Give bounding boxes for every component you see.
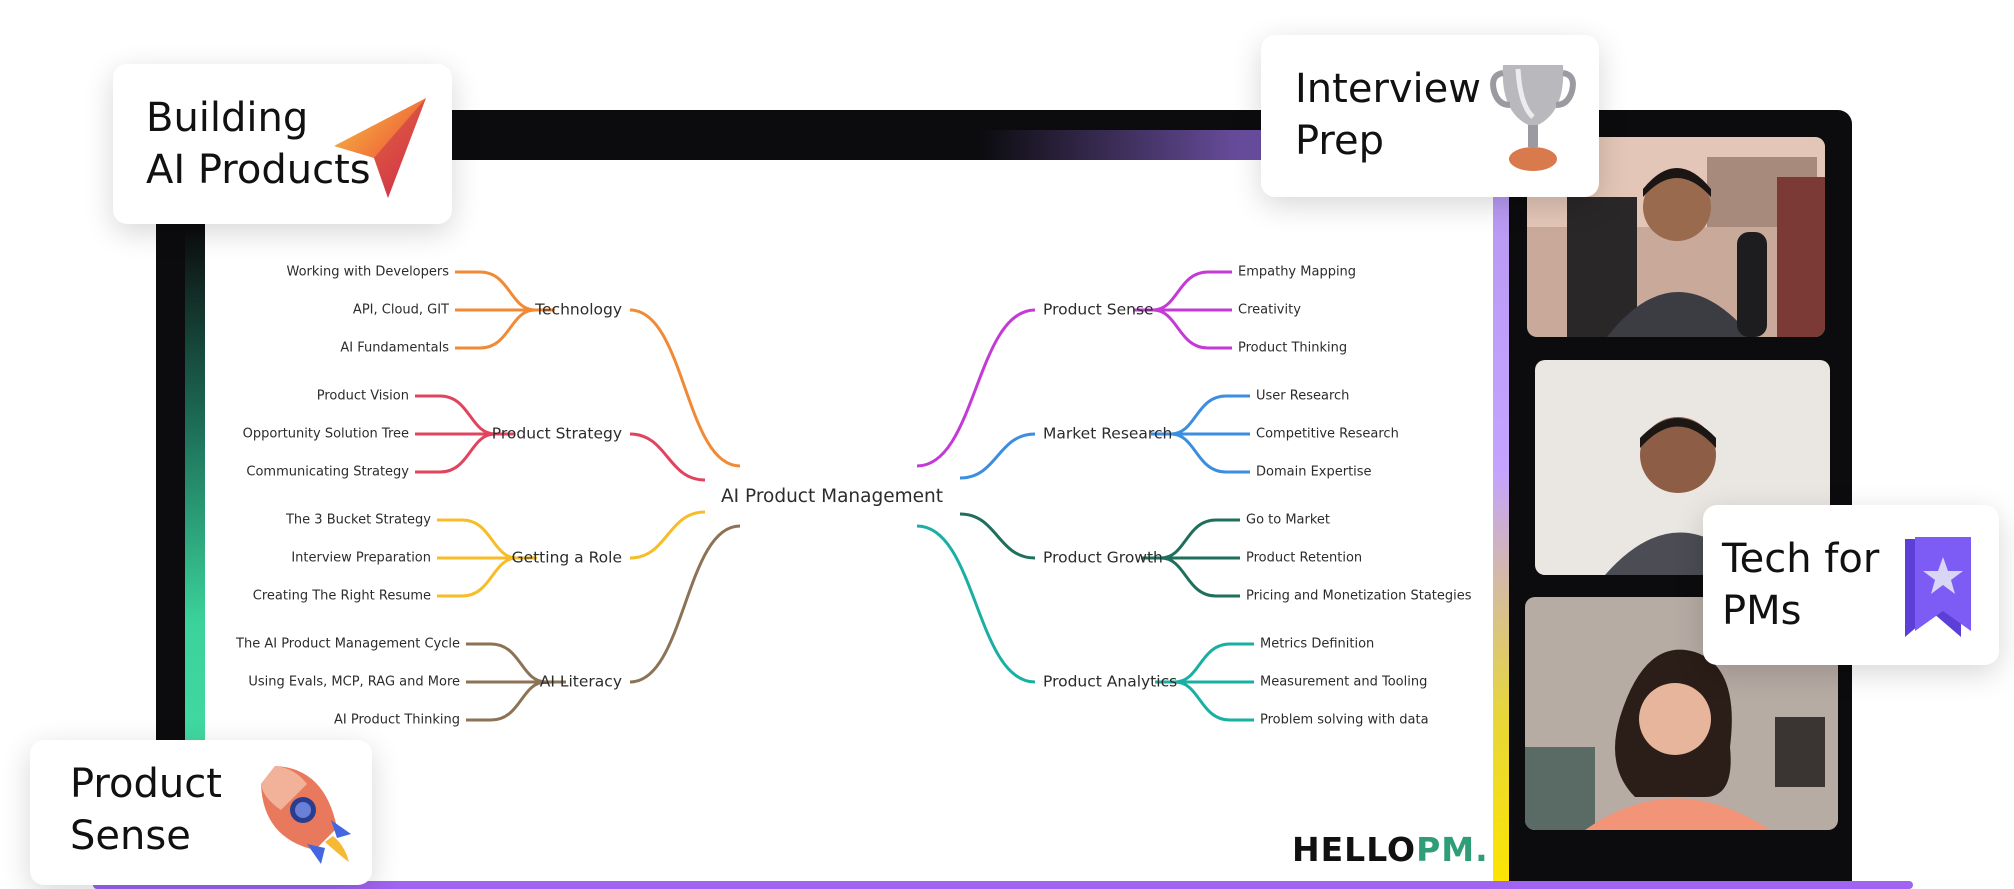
child-connector [1170,432,1250,474]
branch-connector [959,432,1036,480]
card-interview-prep[interactable]: Interview Prep [1261,35,1599,197]
mindmap-branch-label: AI Literacy [540,673,622,691]
mindmap-branch [466,524,741,722]
mindmap-branch [916,270,1232,468]
brand-part-dot: . [1475,830,1489,869]
mindmap-leaf: Problem solving with data [1260,713,1429,728]
card-title: Product Sense [70,761,222,859]
child-connector [466,680,547,722]
child-connector [1152,270,1232,312]
branch-connector [629,308,741,468]
child-connector [1174,642,1254,684]
rocket-icon [261,766,351,864]
mindmap-leaf: Go to Market [1246,513,1330,528]
mindmap-branch-label: Getting a Role [512,549,622,567]
mindmap-branch-label: Product Growth [1043,549,1163,567]
mindmap-leaf: User Research [1256,389,1349,404]
card-title: Interview Prep [1295,66,1481,164]
person-avatar-icon [1525,597,1838,830]
hellopm-logo: HELLOPM. [1292,830,1489,869]
child-connector [466,642,547,684]
child-connector [1170,394,1250,436]
child-connector [1160,556,1240,598]
brand-part-pm: PM [1416,830,1476,869]
mindmap-branch-label: Technology [534,301,622,319]
mindmap-leaf: AI Product Thinking [334,713,460,728]
card-product-sense[interactable]: Product Sense [30,740,372,885]
branch-connector [629,432,706,482]
bookmark-star-icon [1905,537,1971,637]
child-connector [415,394,496,436]
mindmap-leaf: Working with Developers [287,265,450,280]
child-connector [455,270,536,312]
mindmap-leaf: Pricing and Monetization Stategies [1246,589,1472,604]
mindmap-leaf: Measurement and Tooling [1260,675,1427,690]
mindmap-leaf: Metrics Definition [1260,637,1374,652]
mindmap-branch-label: Product Analytics [1043,673,1177,691]
child-connector [1152,308,1232,350]
mindmap-branch [415,394,706,482]
branch-connector [629,524,741,684]
participant-video-3[interactable] [1525,597,1838,830]
mindmap-leaf: Domain Expertise [1256,465,1372,480]
mindmap-leaf: API, Cloud, GIT [353,303,449,318]
card-tech-for-pms[interactable]: Tech for PMs [1703,505,1999,665]
branch-connector [916,308,1036,468]
child-connector [437,518,518,560]
mindmap-leaf: The AI Product Management Cycle [235,637,460,652]
branch-connector [629,510,706,560]
child-connector [437,556,518,598]
shared-slide [205,160,1493,889]
mindmap-leaf: Product Vision [317,389,409,404]
child-connector [415,432,496,474]
left-accent-strip [185,228,207,889]
mindmap-leaf: Using Evals, MCP, RAG and More [248,675,460,690]
mindmap-leaf: Opportunity Solution Tree [243,427,409,442]
mindmap-branch-label: Product Strategy [492,425,622,443]
card-building-ai-products[interactable]: Building AI Products [113,64,452,224]
mindmap-branch [959,394,1250,480]
mindmap-center-node: AI Product Management [721,486,943,507]
right-accent-strip [1493,190,1509,889]
child-connector [1160,518,1240,560]
card-title: Building AI Products [146,95,371,193]
mindmap-leaf: Interview Preparation [291,551,431,566]
mindmap-branch-label: Market Research [1043,425,1172,443]
mindmap-leaf: The 3 Bucket Strategy [285,513,431,528]
mindmap-branch [455,270,741,468]
mindmap-leaf: Product Retention [1246,551,1362,566]
child-connector [455,308,536,350]
mindmap-leaf: AI Fundamentals [340,341,449,356]
mindmap-branch [916,524,1254,722]
mindmap-leaf: Creativity [1238,303,1301,318]
mindmap-leaf: Competitive Research [1256,427,1399,442]
mindmap-leaf: Communicating Strategy [246,465,409,480]
card-title: Tech for PMs [1722,536,1880,634]
brand-part-hello: HELLO [1292,830,1417,869]
trophy-icon [1490,65,1576,171]
branch-connector [959,512,1036,560]
bottom-accent-bar [93,881,1913,889]
mindmap-branch-label: Product Sense [1043,301,1154,319]
paper-plane-icon [334,98,426,198]
child-connector [1174,680,1254,722]
branch-connector [916,524,1036,684]
mindmap-leaf: Creating The Right Resume [253,589,431,604]
mindmap-branch [437,510,706,598]
mindmap-leaf: Empathy Mapping [1238,265,1356,280]
mindmap-branch [959,512,1240,598]
mindmap-leaf: Product Thinking [1238,341,1347,356]
